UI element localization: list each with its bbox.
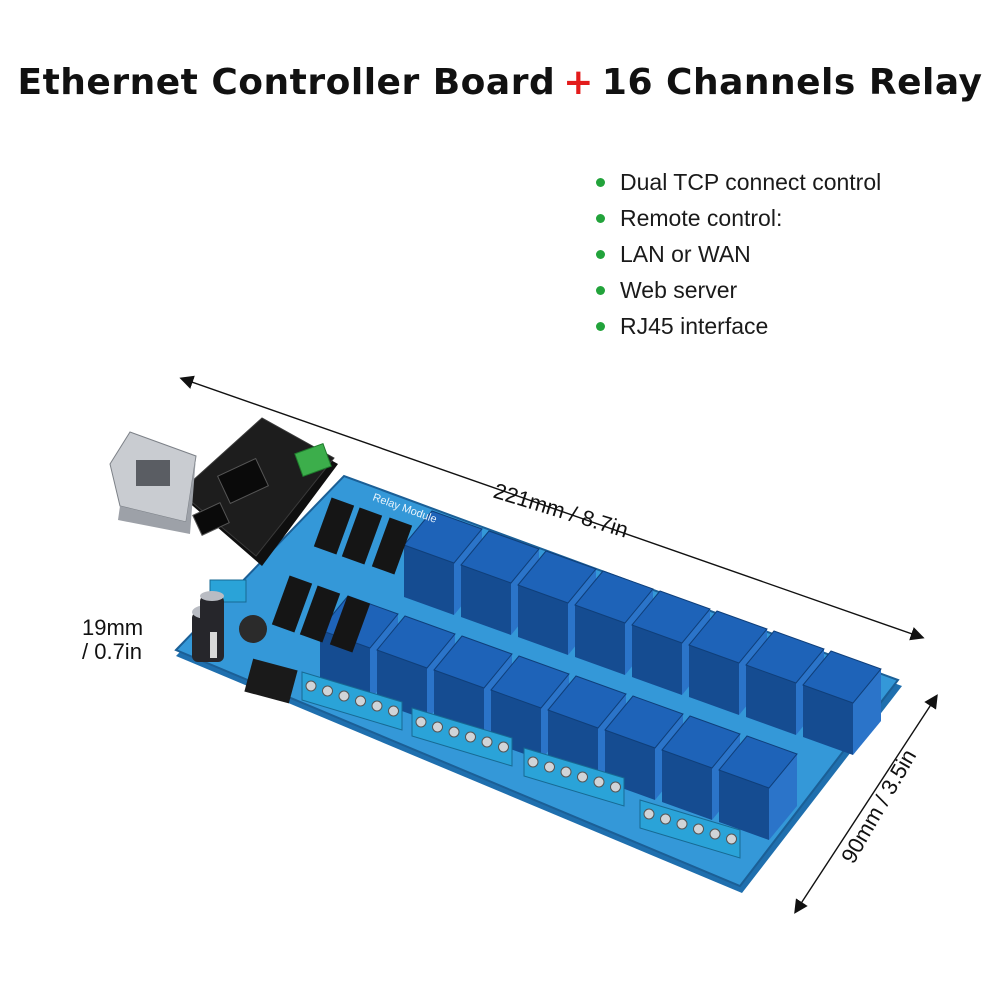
feature-label: RJ45 interface — [620, 312, 769, 339]
screw — [544, 761, 555, 773]
terminal-block — [411, 707, 513, 767]
screw — [322, 685, 333, 697]
relay-board — [174, 474, 902, 893]
screw — [338, 690, 350, 702]
bullet-icon — [596, 177, 605, 187]
bullet-icon — [596, 285, 605, 295]
feature-label: Web server — [620, 276, 738, 303]
feature-item: Web server — [596, 272, 881, 308]
feature-item: LAN or WAN — [596, 236, 881, 272]
screw — [560, 766, 572, 778]
screw — [465, 731, 476, 743]
terminal-block — [523, 747, 625, 807]
driver-chips — [271, 497, 413, 653]
screw — [305, 680, 317, 692]
screw — [388, 705, 399, 717]
screw — [577, 771, 588, 783]
screw — [693, 823, 704, 835]
terminal-block — [639, 799, 741, 859]
screw — [481, 736, 493, 748]
capacitor-small — [200, 591, 224, 632]
height-dimension-line1: 19mm — [82, 615, 144, 640]
terminal-blocks — [301, 671, 741, 859]
controller-chip — [216, 457, 270, 505]
inductor — [239, 615, 267, 643]
screw — [432, 721, 443, 733]
title-plus: + — [563, 62, 594, 103]
voltage-regulator — [244, 658, 298, 704]
width-dimension-line — [794, 694, 938, 914]
screw — [726, 833, 737, 845]
screw — [371, 700, 383, 712]
terminal-block — [301, 671, 403, 731]
bullet-icon — [596, 249, 605, 259]
screw — [527, 756, 539, 768]
board-terminal-green — [294, 442, 332, 478]
bullet-icon — [596, 213, 605, 223]
page-title: Ethernet Controller Board+16 Channels Re… — [0, 62, 1000, 103]
title-part-controller: Ethernet Controller Board — [17, 62, 556, 103]
feature-label: Remote control: — [620, 204, 783, 231]
height-dimension-label: 19mm / 0.7in — [82, 616, 143, 664]
screw — [498, 741, 509, 753]
screw — [610, 781, 621, 793]
rj45-port — [109, 431, 197, 534]
screw — [355, 695, 366, 707]
screw — [676, 818, 688, 830]
feature-item: Dual TCP connect control — [596, 164, 881, 200]
screw — [660, 813, 671, 825]
bullet-icon — [596, 321, 605, 331]
length-dimension-line — [179, 375, 925, 641]
feature-list: Dual TCP connect control Remote control:… — [596, 164, 881, 344]
feature-item: Remote control: — [596, 200, 881, 236]
screw — [415, 716, 427, 728]
feature-label: Dual TCP connect control — [620, 168, 882, 195]
screw — [593, 776, 605, 788]
ethernet-chip — [192, 502, 230, 536]
power-section — [192, 579, 298, 704]
ethernet-controller-board — [109, 417, 338, 566]
relay — [718, 735, 798, 840]
screw — [643, 808, 655, 820]
screw — [448, 726, 460, 738]
screw — [709, 828, 721, 840]
height-dimension-line2: / 0.7in — [82, 639, 142, 664]
title-part-relay: 16 Channels Relay — [601, 62, 983, 103]
relay — [802, 650, 882, 755]
feature-item: RJ45 interface — [596, 308, 881, 344]
feature-label: LAN or WAN — [620, 240, 751, 267]
